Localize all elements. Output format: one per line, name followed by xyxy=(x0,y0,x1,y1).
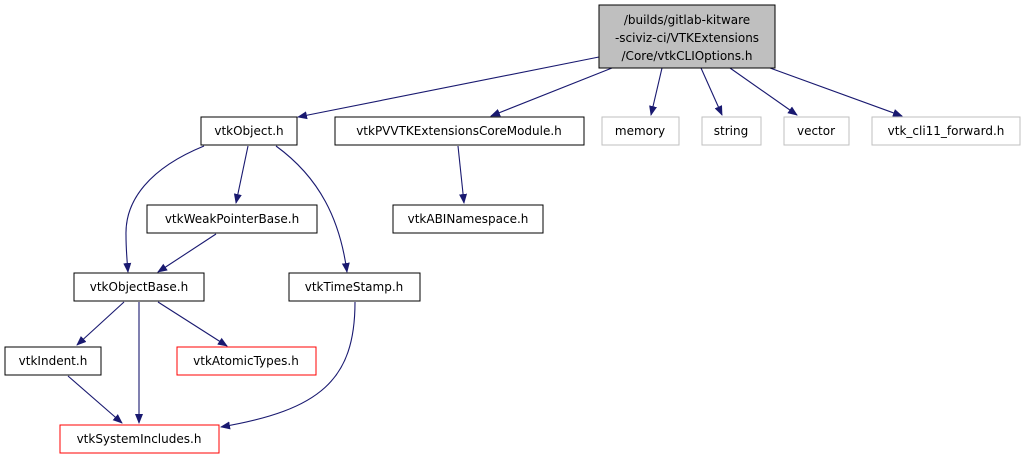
edge-root-vtkObject xyxy=(297,56,600,120)
node-label: vtkWeakPointerBase.h xyxy=(165,212,299,226)
node-label: vector xyxy=(797,124,835,138)
edge-indent-sysIncludes xyxy=(67,375,123,424)
node-label: vtk_cli11_forward.h xyxy=(888,124,1005,138)
node-label: vtkSystemIncludes.h xyxy=(77,432,202,446)
edge-vtkObject-weak xyxy=(233,145,249,204)
node-label: vtkPVVTKExtensionsCoreModule.h xyxy=(356,124,562,138)
edge-root-vector xyxy=(729,67,798,116)
node-sysIncludes[interactable]: vtkSystemIncludes.h xyxy=(59,424,220,454)
node-objectBase[interactable]: vtkObjectBase.h xyxy=(73,272,205,302)
edge-root-pvvtk xyxy=(490,67,613,117)
node-vtkObject[interactable]: vtkObject.h xyxy=(200,116,298,146)
node-indent[interactable]: vtkIndent.h xyxy=(4,346,102,376)
node-label: vtkObject.h xyxy=(214,124,283,138)
edge-root-memory xyxy=(649,67,663,116)
edge-vtkObject-objectBase xyxy=(123,145,205,273)
node-root: /builds/gitlab-kitware -sciviz-ci/VTKExt… xyxy=(598,4,776,69)
node-vector: vector xyxy=(783,116,850,146)
edge-objectBase-atomic xyxy=(157,301,228,347)
edge-vtkObject-timeStamp xyxy=(275,145,350,273)
edge-root-string xyxy=(700,67,723,116)
node-label: vtkObjectBase.h xyxy=(90,280,188,294)
node-label: vtkABINamespace.h xyxy=(408,212,529,226)
edges xyxy=(67,56,903,430)
root-line-3: /Core/vtkCLIOptions.h xyxy=(622,49,753,63)
edge-timeStamp-sysIncludes xyxy=(220,301,356,430)
edge-objectBase-indent xyxy=(76,301,125,346)
node-memory: memory xyxy=(601,116,680,146)
node-label: memory xyxy=(615,124,665,138)
node-pvvtk[interactable]: vtkPVVTKExtensionsCoreModule.h xyxy=(334,116,585,146)
node-weak[interactable]: vtkWeakPointerBase.h xyxy=(146,204,318,234)
node-label: vtkAtomicTypes.h xyxy=(193,354,299,368)
node-timeStamp[interactable]: vtkTimeStamp.h xyxy=(288,272,421,302)
edge-pvvtk-abi xyxy=(457,145,468,204)
node-label: vtkIndent.h xyxy=(19,354,88,368)
edge-weak-objectBase xyxy=(157,233,217,273)
node-label: string xyxy=(714,124,748,138)
edge-root-cli11 xyxy=(769,67,903,117)
node-cli11: vtk_cli11_forward.h xyxy=(871,116,1021,146)
root-line-2: -sciviz-ci/VTKExtensions xyxy=(615,31,759,45)
node-label: vtkTimeStamp.h xyxy=(305,280,404,294)
node-string: string xyxy=(701,116,762,146)
root-line-1: /builds/gitlab-kitware xyxy=(624,13,750,27)
node-atomic[interactable]: vtkAtomicTypes.h xyxy=(176,346,317,376)
node-abi[interactable]: vtkABINamespace.h xyxy=(392,204,544,234)
